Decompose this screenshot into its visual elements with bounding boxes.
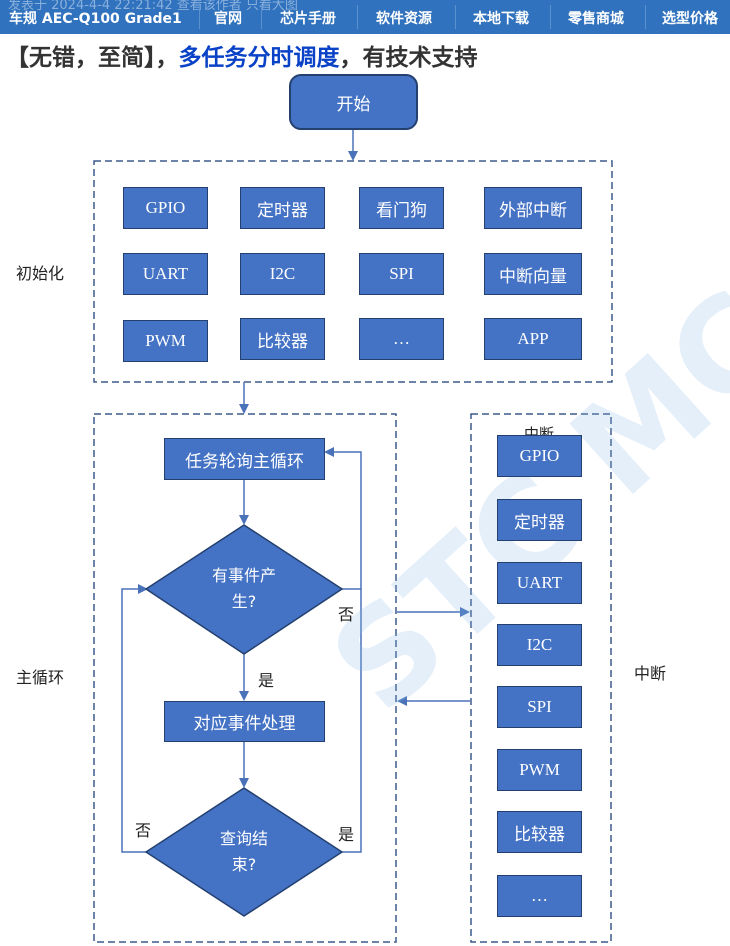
nav-item-pricing[interactable]: 选型价格 bbox=[662, 11, 718, 27]
init-block-uart: UART bbox=[123, 253, 208, 295]
interrupt-label: 中断 bbox=[634, 664, 667, 683]
nav-item-software[interactable]: 软件资源 bbox=[376, 11, 432, 27]
decision-event-line-2: 生? bbox=[231, 592, 257, 611]
nav-item-datasheet[interactable]: 芯片手册 bbox=[280, 11, 336, 27]
decision-query-text: 查询结 束? bbox=[186, 826, 302, 878]
line-query-yes-back bbox=[342, 589, 362, 853]
nav-divider bbox=[550, 5, 551, 29]
decision-query-yes-label: 是 bbox=[338, 825, 355, 844]
init-block-app: APP bbox=[484, 318, 582, 360]
interrupt-block-comparator: 比较器 bbox=[497, 811, 582, 853]
main-loop-container bbox=[93, 413, 397, 943]
interrupt-block-timer: 定时器 bbox=[497, 499, 582, 541]
nav-divider bbox=[199, 5, 200, 29]
interrupt-block-ellipsis: … bbox=[497, 875, 582, 917]
poll-main-loop-block: 任务轮询主循环 bbox=[164, 438, 325, 480]
init-block-comparator: 比较器 bbox=[240, 318, 325, 360]
headline-highlight: 多任务分时调度 bbox=[178, 45, 340, 71]
init-block-watchdog: 看门狗 bbox=[359, 187, 444, 229]
nav-item-store[interactable]: 零售商城 bbox=[568, 11, 624, 27]
interrupt-title: 中断 bbox=[524, 425, 555, 435]
arrow-query-no-back bbox=[121, 584, 148, 853]
nav-divider bbox=[261, 5, 262, 29]
nav-item-official-site[interactable]: 官网 bbox=[214, 11, 242, 27]
main-loop-label: 主循环 bbox=[16, 668, 65, 687]
init-block-spi: SPI bbox=[359, 253, 444, 295]
decision-event-text: 有事件产 生? bbox=[186, 563, 302, 615]
headline-part-1: 【无错，至简】， bbox=[6, 45, 179, 71]
interrupt-block-i2c: I2C bbox=[497, 624, 582, 666]
decision-query-diamond bbox=[144, 787, 344, 917]
nav-divider bbox=[357, 5, 358, 29]
init-block-gpio: GPIO bbox=[123, 187, 208, 229]
init-label: 初始化 bbox=[16, 264, 65, 283]
interrupt-block-spi: SPI bbox=[497, 686, 582, 728]
decision-event-yes-label: 是 bbox=[258, 671, 275, 690]
decision-event-diamond bbox=[144, 524, 344, 655]
post-headline: 【无错，至简】，多任务分时调度，有技术支持 bbox=[6, 38, 478, 72]
post-meta-behind: 发表于 2024-4-4 22:21:42 查看该作者 只看大图 bbox=[8, 0, 298, 13]
decision-query-line-1: 查询结 bbox=[219, 829, 268, 848]
nav-item-local-download[interactable]: 本地下载 bbox=[473, 11, 529, 27]
nav-divider bbox=[455, 5, 456, 29]
decision-event-line-1: 有事件产 bbox=[211, 566, 276, 585]
interrupt-container bbox=[470, 413, 612, 943]
headline-part-3: ，有技术支持 bbox=[339, 45, 478, 71]
decision-query-no-label: 否 bbox=[135, 821, 152, 840]
init-block-ext-interrupt: 外部中断 bbox=[484, 187, 582, 229]
nav-divider bbox=[645, 5, 646, 29]
interrupt-block-gpio: GPIO bbox=[497, 435, 582, 477]
init-container bbox=[93, 160, 613, 383]
decision-query-line-2: 束? bbox=[231, 855, 257, 874]
top-nav-bar: 发表于 2024-4-4 22:21:42 查看该作者 只看大图 车规 AEC-… bbox=[0, 0, 730, 34]
arrow-no-loop-back bbox=[324, 447, 362, 590]
interrupt-block-uart: UART bbox=[497, 562, 582, 604]
nav-brand[interactable]: 车规 AEC-Q100 Grade1 bbox=[9, 11, 182, 27]
decision-event-no-label: 否 bbox=[338, 605, 355, 624]
init-block-timer: 定时器 bbox=[240, 187, 325, 229]
interrupt-block-pwm: PWM bbox=[497, 749, 582, 791]
init-block-i2c: I2C bbox=[240, 253, 325, 295]
init-block-pwm: PWM bbox=[123, 320, 208, 362]
init-block-ellipsis: … bbox=[359, 318, 444, 360]
init-block-interrupt-vector: 中断向量 bbox=[484, 253, 582, 295]
handle-event-block: 对应事件处理 bbox=[164, 701, 325, 742]
start-node: 开始 bbox=[289, 74, 418, 130]
